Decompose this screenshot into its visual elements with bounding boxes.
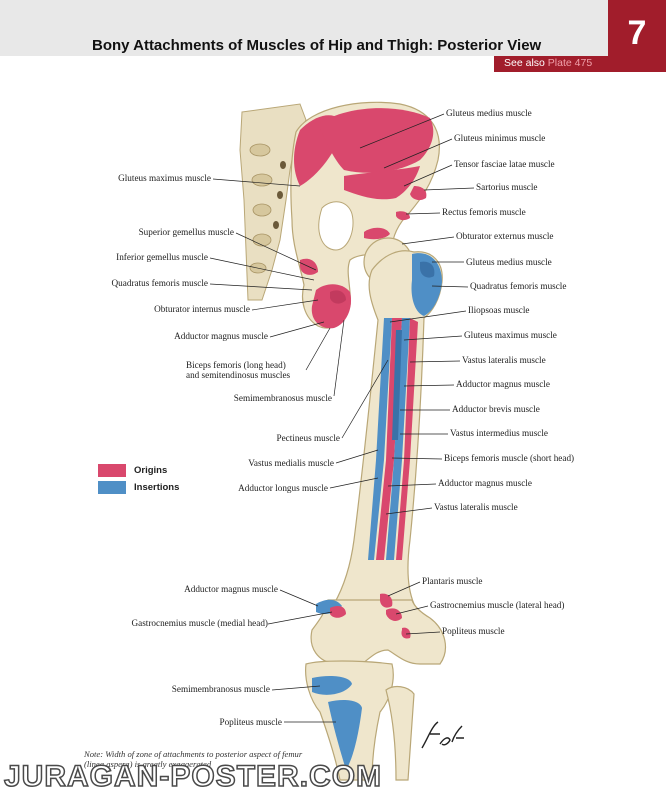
see-also-bar: See also Plate 475	[494, 56, 608, 72]
see-also-prefix: See also	[504, 57, 545, 69]
label-adductor-longus: Adductor longus muscle	[238, 483, 328, 493]
label-vastus-lateralis-upper: Vastus lateralis muscle	[462, 355, 546, 365]
page-title: Bony Attachments of Muscles of Hip and T…	[92, 37, 542, 54]
label-pectineus: Pectineus muscle	[276, 433, 340, 443]
label-obturator-externus: Obturator externus muscle	[456, 231, 554, 241]
label-plantaris: Plantaris muscle	[422, 576, 483, 586]
label-obturator-internus: Obturator internus muscle	[154, 304, 250, 314]
watermark: JURAGAN-POSTER.COM	[3, 759, 383, 794]
label-biceps-femoris-long-line2: and semitendinosus muscles	[186, 370, 291, 380]
label-gluteus-medius-lower: Gluteus medius muscle	[466, 257, 552, 267]
label-vastus-lateralis-lower: Vastus lateralis muscle	[434, 502, 518, 512]
label-popliteus-left: Popliteus muscle	[219, 717, 282, 727]
label-gluteus-medius-upper: Gluteus medius muscle	[446, 108, 532, 118]
label-adductor-magnus-lower-left: Adductor magnus muscle	[184, 584, 278, 594]
label-biceps-femoris-short: Biceps femoris muscle (short head)	[444, 453, 575, 463]
hip-bone	[290, 101, 440, 329]
label-semimembranosus-upper: Semimembranosus muscle	[233, 393, 332, 403]
label-adductor-brevis: Adductor brevis muscle	[452, 404, 540, 414]
netter-signature	[421, 721, 464, 749]
label-adductor-magnus-right-upper: Adductor magnus muscle	[456, 379, 550, 389]
label-vastus-intermedius: Vastus intermedius muscle	[450, 428, 548, 438]
header-band	[0, 0, 608, 56]
label-gastrocnemius-lateral: Gastrocnemius muscle (lateral head)	[430, 600, 565, 610]
label-inferior-gemellus: Inferior gemellus muscle	[116, 252, 208, 262]
legend-origins-swatch	[98, 464, 126, 477]
label-gluteus-maximus-right: Gluteus maximus muscle	[464, 330, 557, 340]
label-adductor-magnus-upper-left: Adductor magnus muscle	[174, 331, 268, 341]
see-also-plate-link[interactable]: Plate 475	[547, 57, 593, 69]
leader-lines	[209, 113, 475, 723]
label-vastus-medialis: Vastus medialis muscle	[248, 458, 334, 468]
label-sartorius: Sartorius muscle	[476, 182, 538, 192]
label-superior-gemellus: Superior gemellus muscle	[138, 227, 234, 237]
footnote: Note: Width of zone of attachments to po…	[84, 749, 303, 769]
label-rectus-femoris: Rectus femoris muscle	[442, 207, 526, 217]
label-gluteus-maximus: Gluteus maximus muscle	[118, 173, 211, 183]
legend-insertions-label: Insertions	[134, 482, 180, 493]
label-adductor-magnus-right-lower: Adductor magnus muscle	[438, 478, 532, 488]
label-biceps-femoris-long-line1: Biceps femoris (long head)	[186, 360, 286, 370]
label-gluteus-minimus: Gluteus minimus muscle	[454, 133, 546, 143]
plate-number-tab: 7	[608, 0, 666, 72]
label-popliteus-right: Popliteus muscle	[442, 626, 505, 636]
see-also-text: See also Plate 475	[504, 57, 592, 69]
label-semimembranosus-lower: Semimembranosus muscle	[171, 684, 270, 694]
legend-origins-label: Origins	[134, 465, 168, 476]
label-quadratus-femoris-right: Quadratus femoris muscle	[470, 281, 567, 291]
plate-number: 7	[627, 14, 647, 52]
label-tensor-fasciae-latae: Tensor fasciae latae muscle	[454, 159, 555, 169]
legend-insertions-swatch	[98, 481, 126, 494]
leg-bones	[305, 660, 415, 781]
label-gastrocnemius-medial: Gastrocnemius muscle (medial head)	[131, 618, 269, 628]
label-iliopsoas: Iliopsoas muscle	[468, 305, 530, 315]
label-quadratus-femoris-left: Quadratus femoris muscle	[111, 278, 208, 288]
